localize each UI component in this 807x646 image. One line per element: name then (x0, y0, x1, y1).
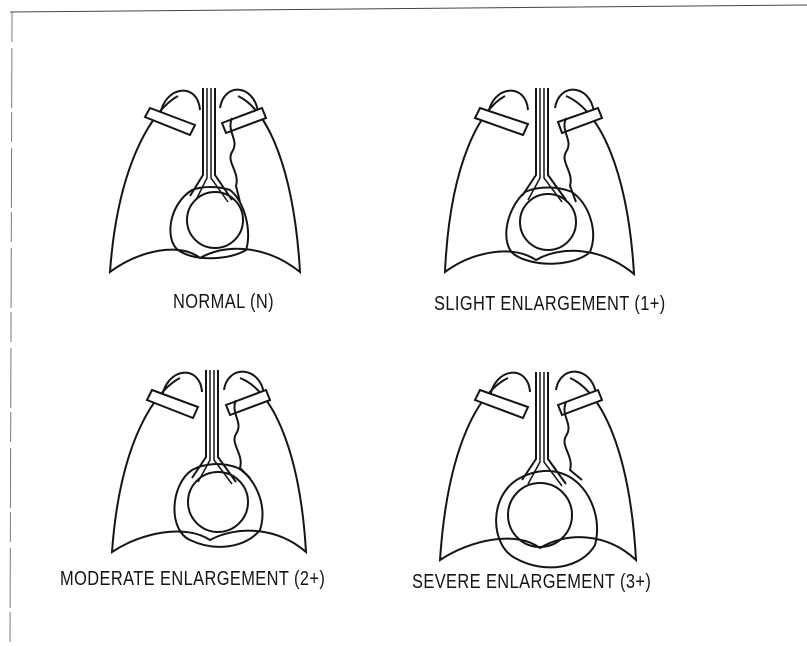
heart-shadow (496, 471, 597, 568)
caption-moderate-enlargement: MODERATE ENLARGEMENT (2+) (60, 568, 325, 591)
trachea-inner (196, 88, 228, 202)
heart-circle (520, 194, 576, 250)
panel-normal (110, 88, 300, 272)
right-lung-apex (556, 372, 596, 394)
heart-circle (508, 483, 572, 547)
frame-top-line (10, 5, 807, 12)
panel-slight (445, 88, 634, 274)
heart-circle (188, 472, 248, 532)
caption-normal: NORMAL (N) (173, 291, 274, 314)
right-clavicle (222, 108, 266, 133)
panel-severe (440, 372, 636, 568)
right-clavicle (226, 390, 270, 415)
heart-circle (187, 192, 243, 248)
caption-severe-enlargement: SEVERE ENLARGEMENT (3+) (412, 571, 651, 594)
panel-moderate (112, 370, 306, 552)
caption-slight-enlargement: SLIGHT ENLARGEMENT (1+) (434, 293, 666, 316)
chest-outline (440, 378, 636, 560)
frame-left-line (10, 12, 12, 646)
left-lung-apex (160, 91, 200, 115)
right-lung-apex (220, 90, 258, 112)
left-clavicle (147, 390, 198, 418)
trachea-inner (528, 88, 562, 202)
trachea-inner (198, 370, 232, 484)
left-clavicle (475, 108, 528, 135)
left-lung-apex (162, 373, 202, 397)
left-clavicle (475, 390, 528, 418)
